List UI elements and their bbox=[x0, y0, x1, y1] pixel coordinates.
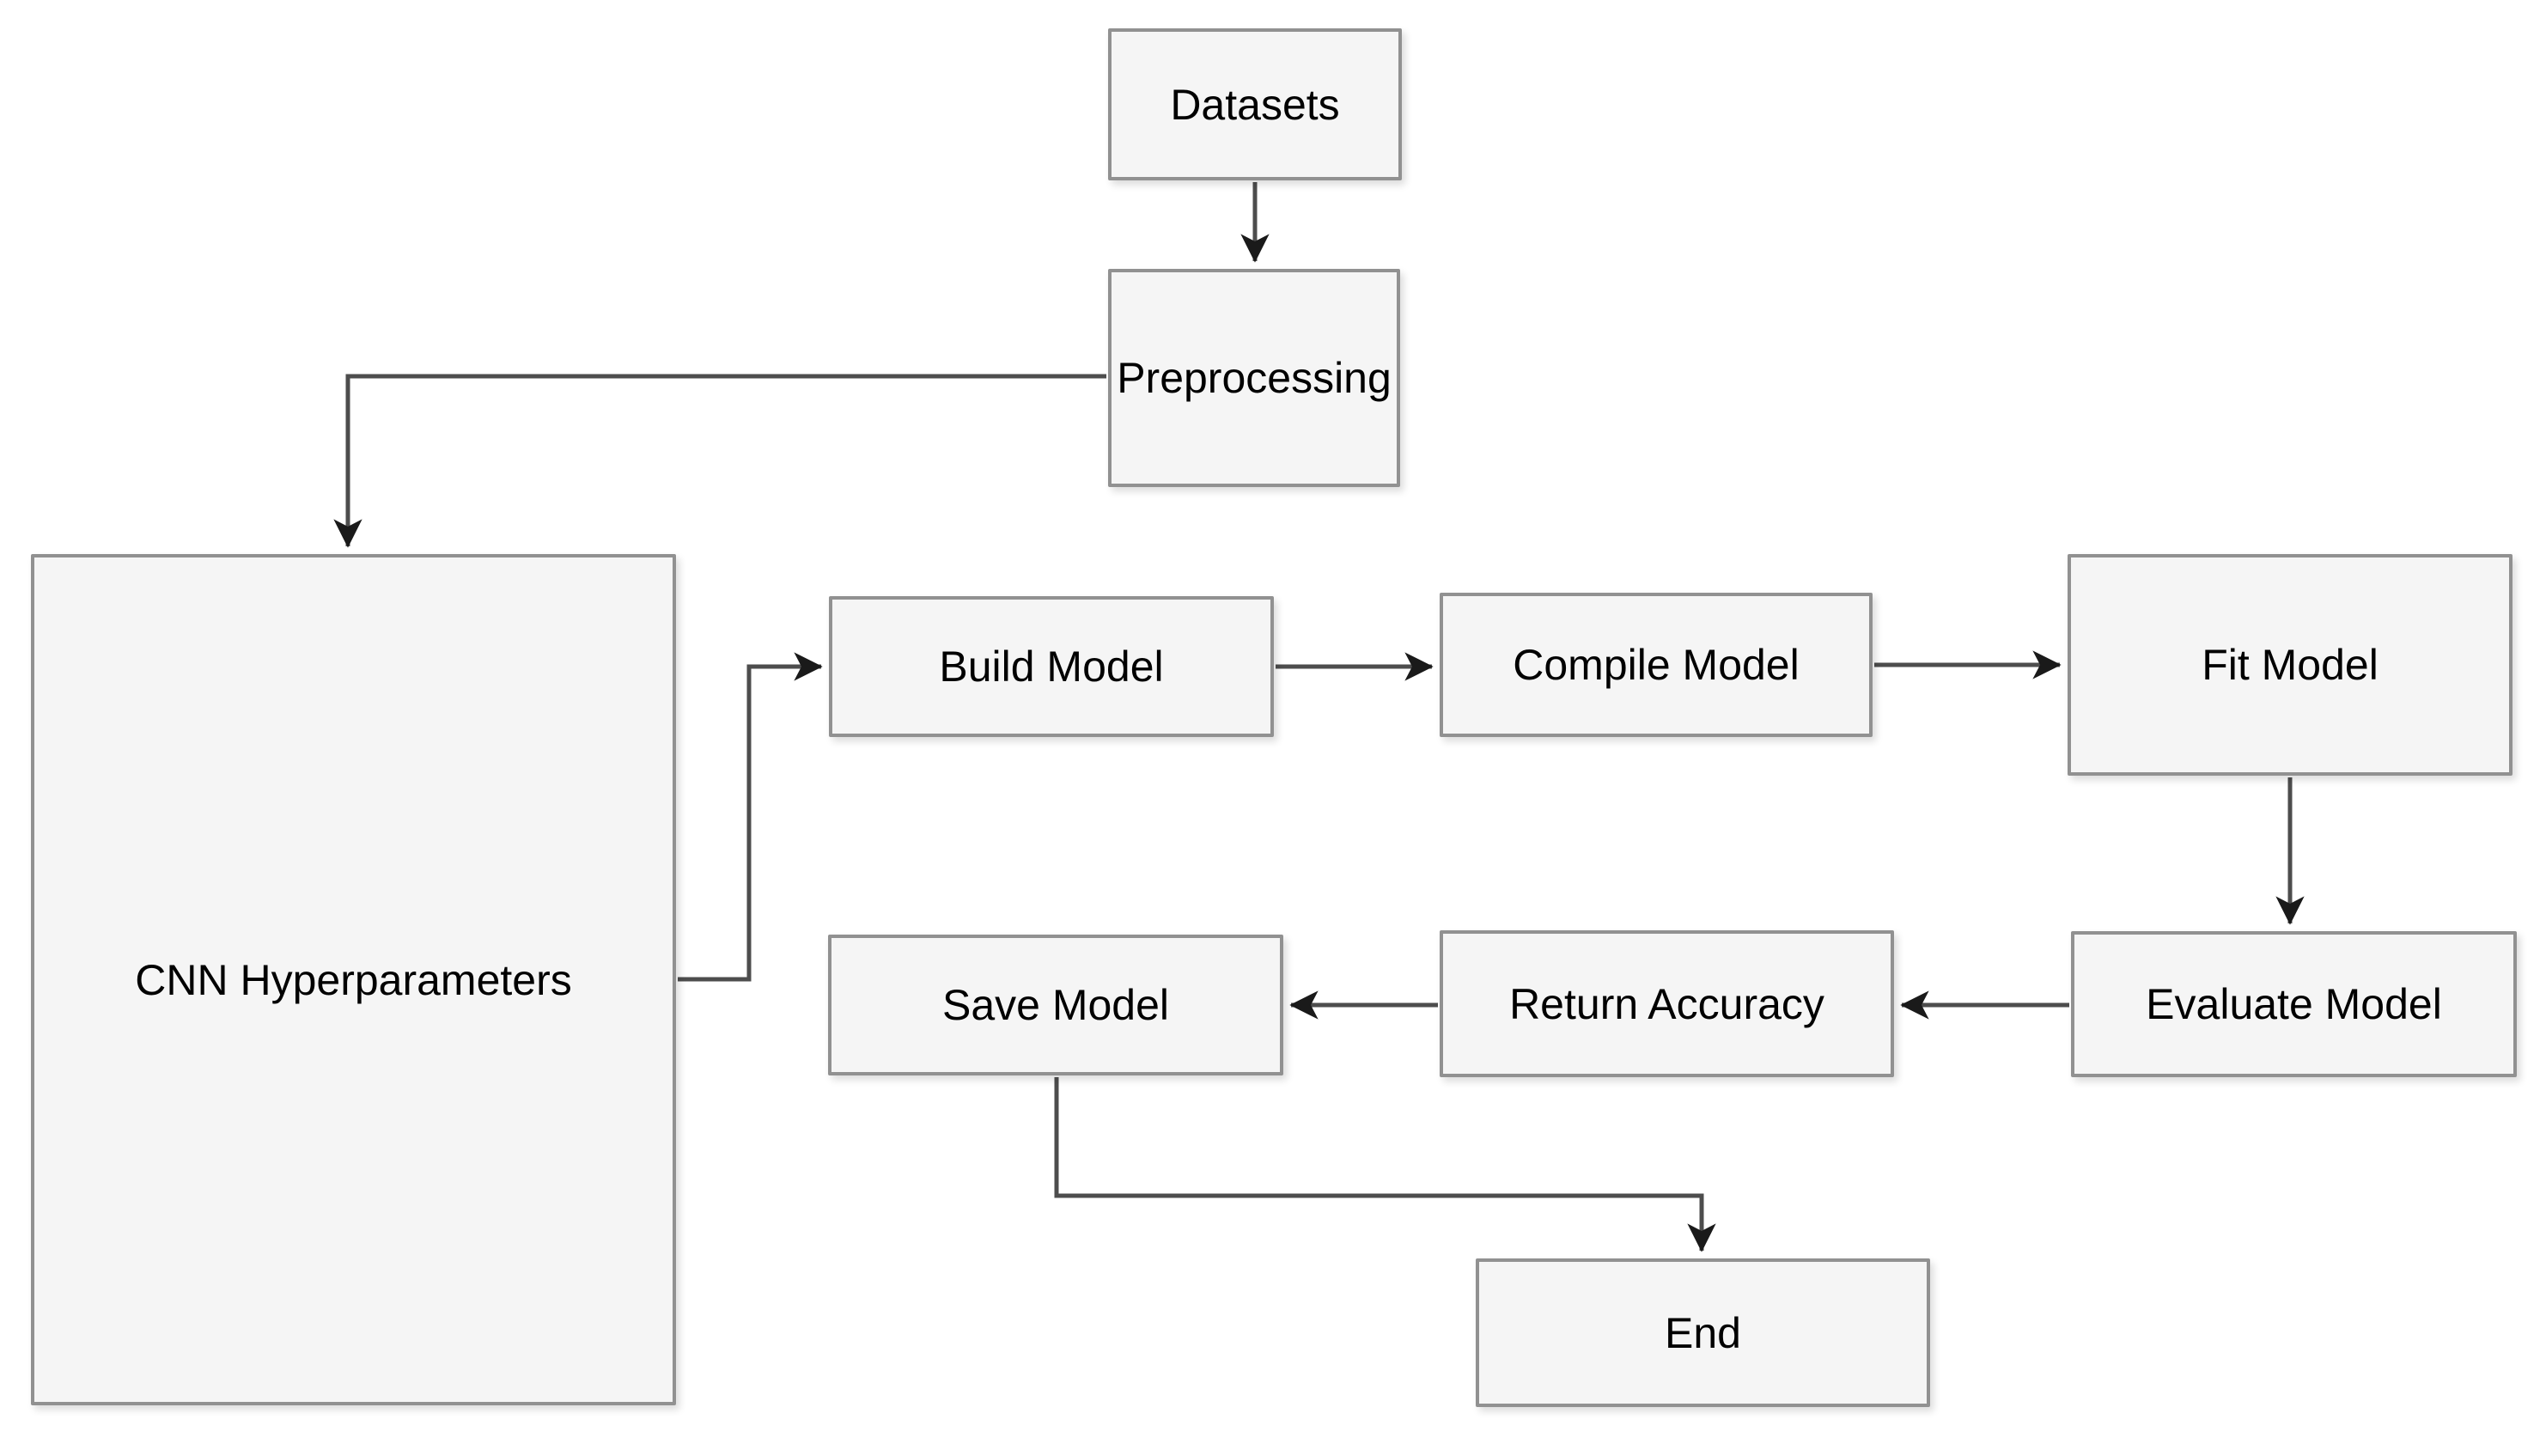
node-evaluate-model-label: Evaluate Model bbox=[2146, 980, 2442, 1028]
node-end: End bbox=[1476, 1258, 1930, 1407]
node-compile-model-label: Compile Model bbox=[1513, 641, 1800, 689]
node-save-model-label: Save Model bbox=[941, 981, 1170, 1029]
edge-cnn-hyperparameters-to-build-model bbox=[678, 652, 823, 982]
node-preprocessing: Preprocessing bbox=[1108, 269, 1400, 487]
node-fit-model-label: Fit Model bbox=[2202, 641, 2378, 689]
node-build-model: Build Model bbox=[829, 596, 1274, 737]
node-evaluate-model: Evaluate Model bbox=[2071, 931, 2517, 1077]
node-cnn-hyperparameters-label: CNN Hyperparameters bbox=[135, 955, 572, 1004]
edge-save-model-to-end bbox=[1054, 1077, 1716, 1252]
node-return-accuracy-label: Return Accuracy bbox=[1509, 979, 1824, 1028]
node-preprocessing-label: Preprocessing bbox=[1117, 354, 1392, 402]
node-compile-model: Compile Model bbox=[1440, 593, 1873, 737]
edge-preprocessing-to-cnn-hyperparameters bbox=[333, 374, 1106, 548]
node-cnn-hyperparameters: CNN Hyperparameters bbox=[31, 554, 676, 1405]
node-end-label: End bbox=[1665, 1308, 1741, 1357]
node-fit-model: Fit Model bbox=[2068, 554, 2512, 776]
node-datasets-label: Datasets bbox=[1170, 80, 1340, 129]
node-datasets: Datasets bbox=[1108, 28, 1402, 180]
node-build-model-label: Build Model bbox=[939, 643, 1164, 691]
node-save-model: Save Model bbox=[828, 935, 1283, 1075]
node-return-accuracy: Return Accuracy bbox=[1440, 930, 1894, 1077]
